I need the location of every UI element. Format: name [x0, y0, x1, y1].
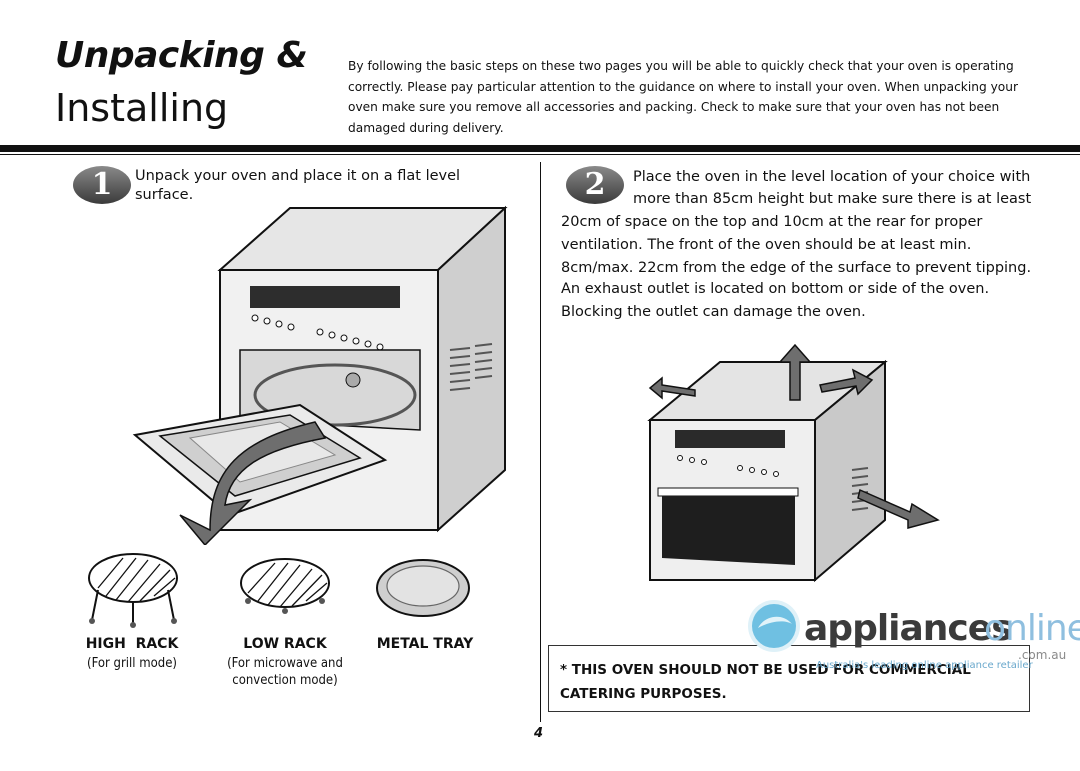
low-rack-label: LOW RACK: [243, 636, 327, 652]
logo-domain: .com.au: [1018, 648, 1067, 662]
logo-tagline: Australia's leading online appliance ret…: [816, 660, 1033, 671]
metal-tray-label: METAL TRAY: [376, 636, 474, 652]
step-1-text: Unpack your oven and place it on a flat …: [135, 168, 461, 203]
logo-word-online: online: [984, 608, 1080, 649]
header-rule-thin: [0, 154, 1080, 155]
logo-word-appliances: appliances: [804, 608, 1013, 649]
page-number: 4: [534, 726, 544, 741]
page-title-line2: Installing: [55, 86, 229, 130]
metal-tray-icon: [376, 559, 470, 617]
page-title-line1: Unpacking &: [55, 35, 308, 76]
oven-clearance-illustration: [647, 343, 940, 583]
step-2-text-rest: 20cm of space on the top and 10cm at the…: [561, 214, 1032, 276]
step-1-badge: 1: [73, 166, 131, 204]
step-2-exhaust-text: An exhaust outlet is located on bottom o…: [561, 281, 990, 320]
step-2-text-first: Place the oven in the level location of …: [633, 169, 1032, 207]
low-rack-sublabel: (For microwave and convection mode): [227, 656, 343, 688]
high-rack-icon: [88, 553, 178, 628]
step-2-badge: 2: [566, 166, 624, 204]
intro-paragraph: By following the basic steps on these tw…: [348, 59, 1018, 135]
warning-text: * THIS OVEN SHOULD NOT BE USED FOR COMME…: [560, 662, 971, 702]
column-divider: [540, 162, 541, 722]
appliances-online-logo-icon: [748, 600, 800, 652]
low-rack-icon: [240, 558, 330, 614]
high-rack-sublabel: (For grill mode): [87, 656, 177, 671]
oven-open-door-illustration: [132, 205, 508, 545]
header-rule-thick: [0, 145, 1080, 152]
high-rack-label: HIGH RACK: [85, 636, 179, 652]
